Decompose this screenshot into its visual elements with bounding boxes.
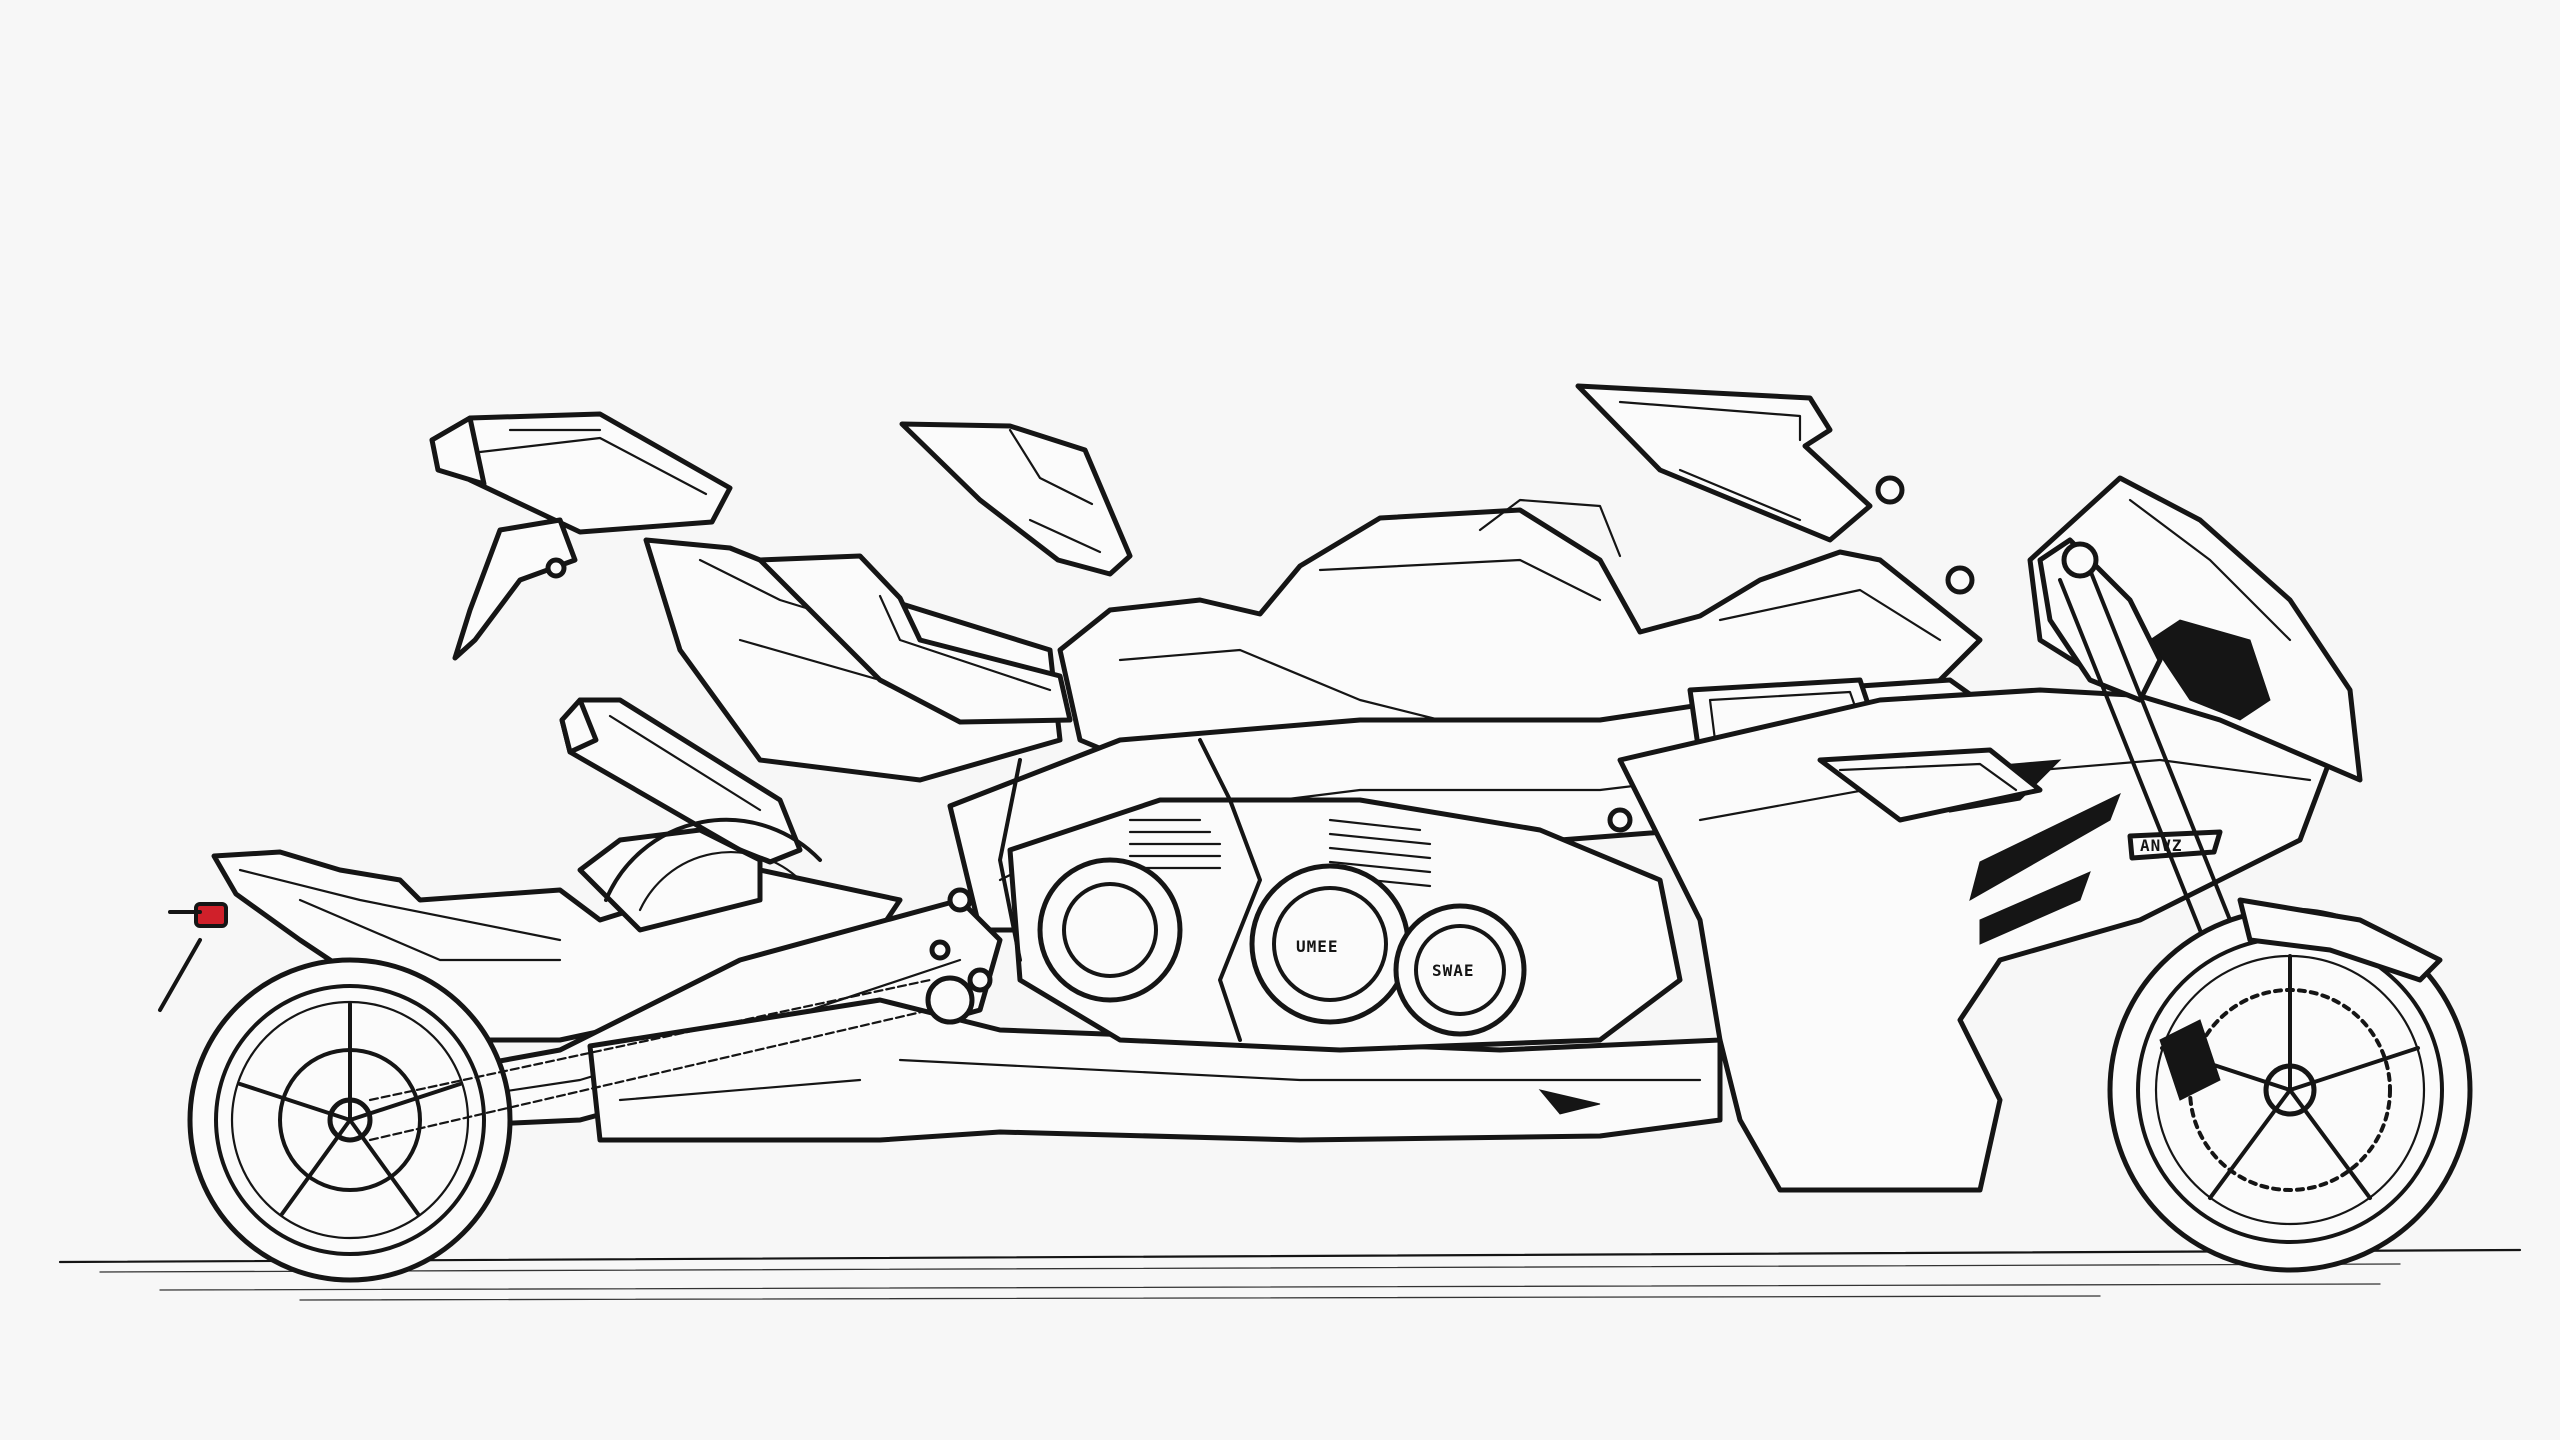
cylinder-fins (1128, 818, 1432, 888)
front-wheel (2107, 897, 2473, 1273)
ground-lines (58, 1248, 2522, 1301)
fairing-badge: ANVZ (2140, 836, 2183, 855)
rear-wheel (187, 957, 513, 1283)
rear-wheel-spokes (238, 1002, 462, 1216)
tail-light (194, 902, 228, 928)
drive-chain (368, 975, 975, 1142)
belly-pan (587, 997, 1723, 1143)
floating-mirror (899, 421, 1133, 577)
engine-cover-badge-right: SWAE (1432, 961, 1475, 980)
engine-cover-badge-left: UMEE (1296, 937, 1339, 956)
rear-bodywork (643, 537, 1073, 783)
floating-windscreen (1575, 383, 1905, 543)
engine: UMEE SWAE (929, 738, 1683, 1053)
ghost-rear-wheel (604, 817, 822, 912)
floating-tail-section (429, 411, 733, 661)
